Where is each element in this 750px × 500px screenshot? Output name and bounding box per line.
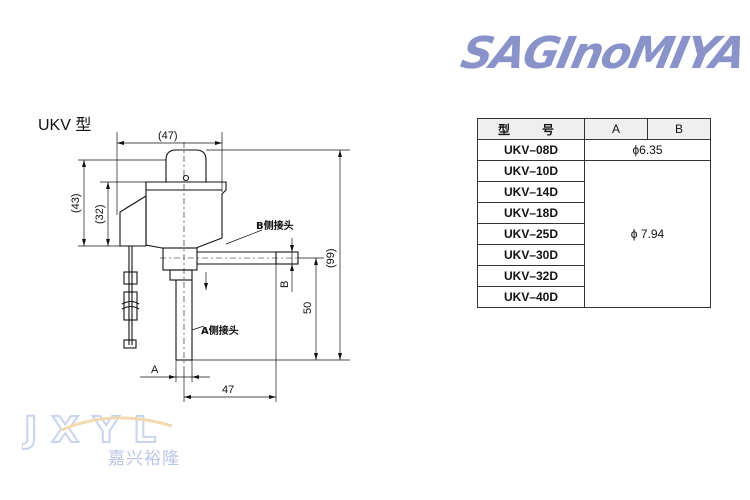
a-connector-label: A侧接头 xyxy=(201,324,239,337)
center-lines xyxy=(160,142,300,372)
model-cell: UKV–10D xyxy=(477,160,585,182)
housing-wing xyxy=(119,195,147,247)
fitting-block xyxy=(162,247,198,271)
dim-99: (99) xyxy=(325,248,337,268)
model-cell: UKV–08D xyxy=(477,139,585,161)
model-cell: UKV–18D xyxy=(477,202,585,224)
label-a-dimension: A xyxy=(151,364,159,376)
size-cell-merged: ϕ 7.94 xyxy=(584,160,711,308)
model-cell: UKV–14D xyxy=(477,181,585,203)
b-connector-label: B侧接头 xyxy=(256,219,294,232)
watermark-swoosh xyxy=(61,416,173,432)
table-header-row: 型 号 A B xyxy=(477,118,711,140)
label-b-dimension: B xyxy=(279,281,291,288)
size-cell: ϕ6.35 xyxy=(584,139,711,161)
table-row: UKV–40D xyxy=(477,286,711,308)
cap-screw xyxy=(182,174,190,182)
model-spec-table: 型 号 A B UKV–08D ϕ6.35 UKV–10D ϕ 7.94 UKV… xyxy=(477,118,711,308)
diagram-title: UKV 型 xyxy=(38,117,92,134)
valve-body-outline xyxy=(119,149,299,361)
lead-connector xyxy=(123,339,137,349)
header-b: B xyxy=(647,118,711,140)
model-cell: UKV–32D xyxy=(477,265,585,287)
header-a: A xyxy=(584,118,648,140)
model-cell: UKV–25D xyxy=(477,223,585,245)
dimension-lines xyxy=(78,132,350,402)
coil-housing xyxy=(145,181,227,249)
model-cell: UKV–30D xyxy=(477,244,585,266)
header-model: 型 号 xyxy=(477,118,585,140)
dimension-arrows xyxy=(82,141,342,399)
watermark-letters: JXYL xyxy=(22,410,170,450)
dim-50: 50 xyxy=(302,302,314,314)
watermark-subtitle: 嘉兴裕隆 xyxy=(108,449,180,469)
watermark-logo: JXYL xyxy=(22,410,173,450)
table-row: UKV–30D xyxy=(477,244,711,266)
model-cell: UKV–40D xyxy=(477,286,585,308)
dim-43: (43) xyxy=(70,193,82,213)
dim-47-top: (47) xyxy=(158,130,178,142)
dim-47-bottom: 47 xyxy=(222,384,234,396)
table-row: UKV–08D ϕ6.35 xyxy=(477,139,711,161)
coil-cap xyxy=(165,149,207,182)
fitting-neck xyxy=(169,269,193,281)
table-row: UKV–10D ϕ 7.94 xyxy=(477,160,711,308)
table-row: UKV–25D xyxy=(477,223,711,245)
dim-32: (32) xyxy=(94,204,106,224)
